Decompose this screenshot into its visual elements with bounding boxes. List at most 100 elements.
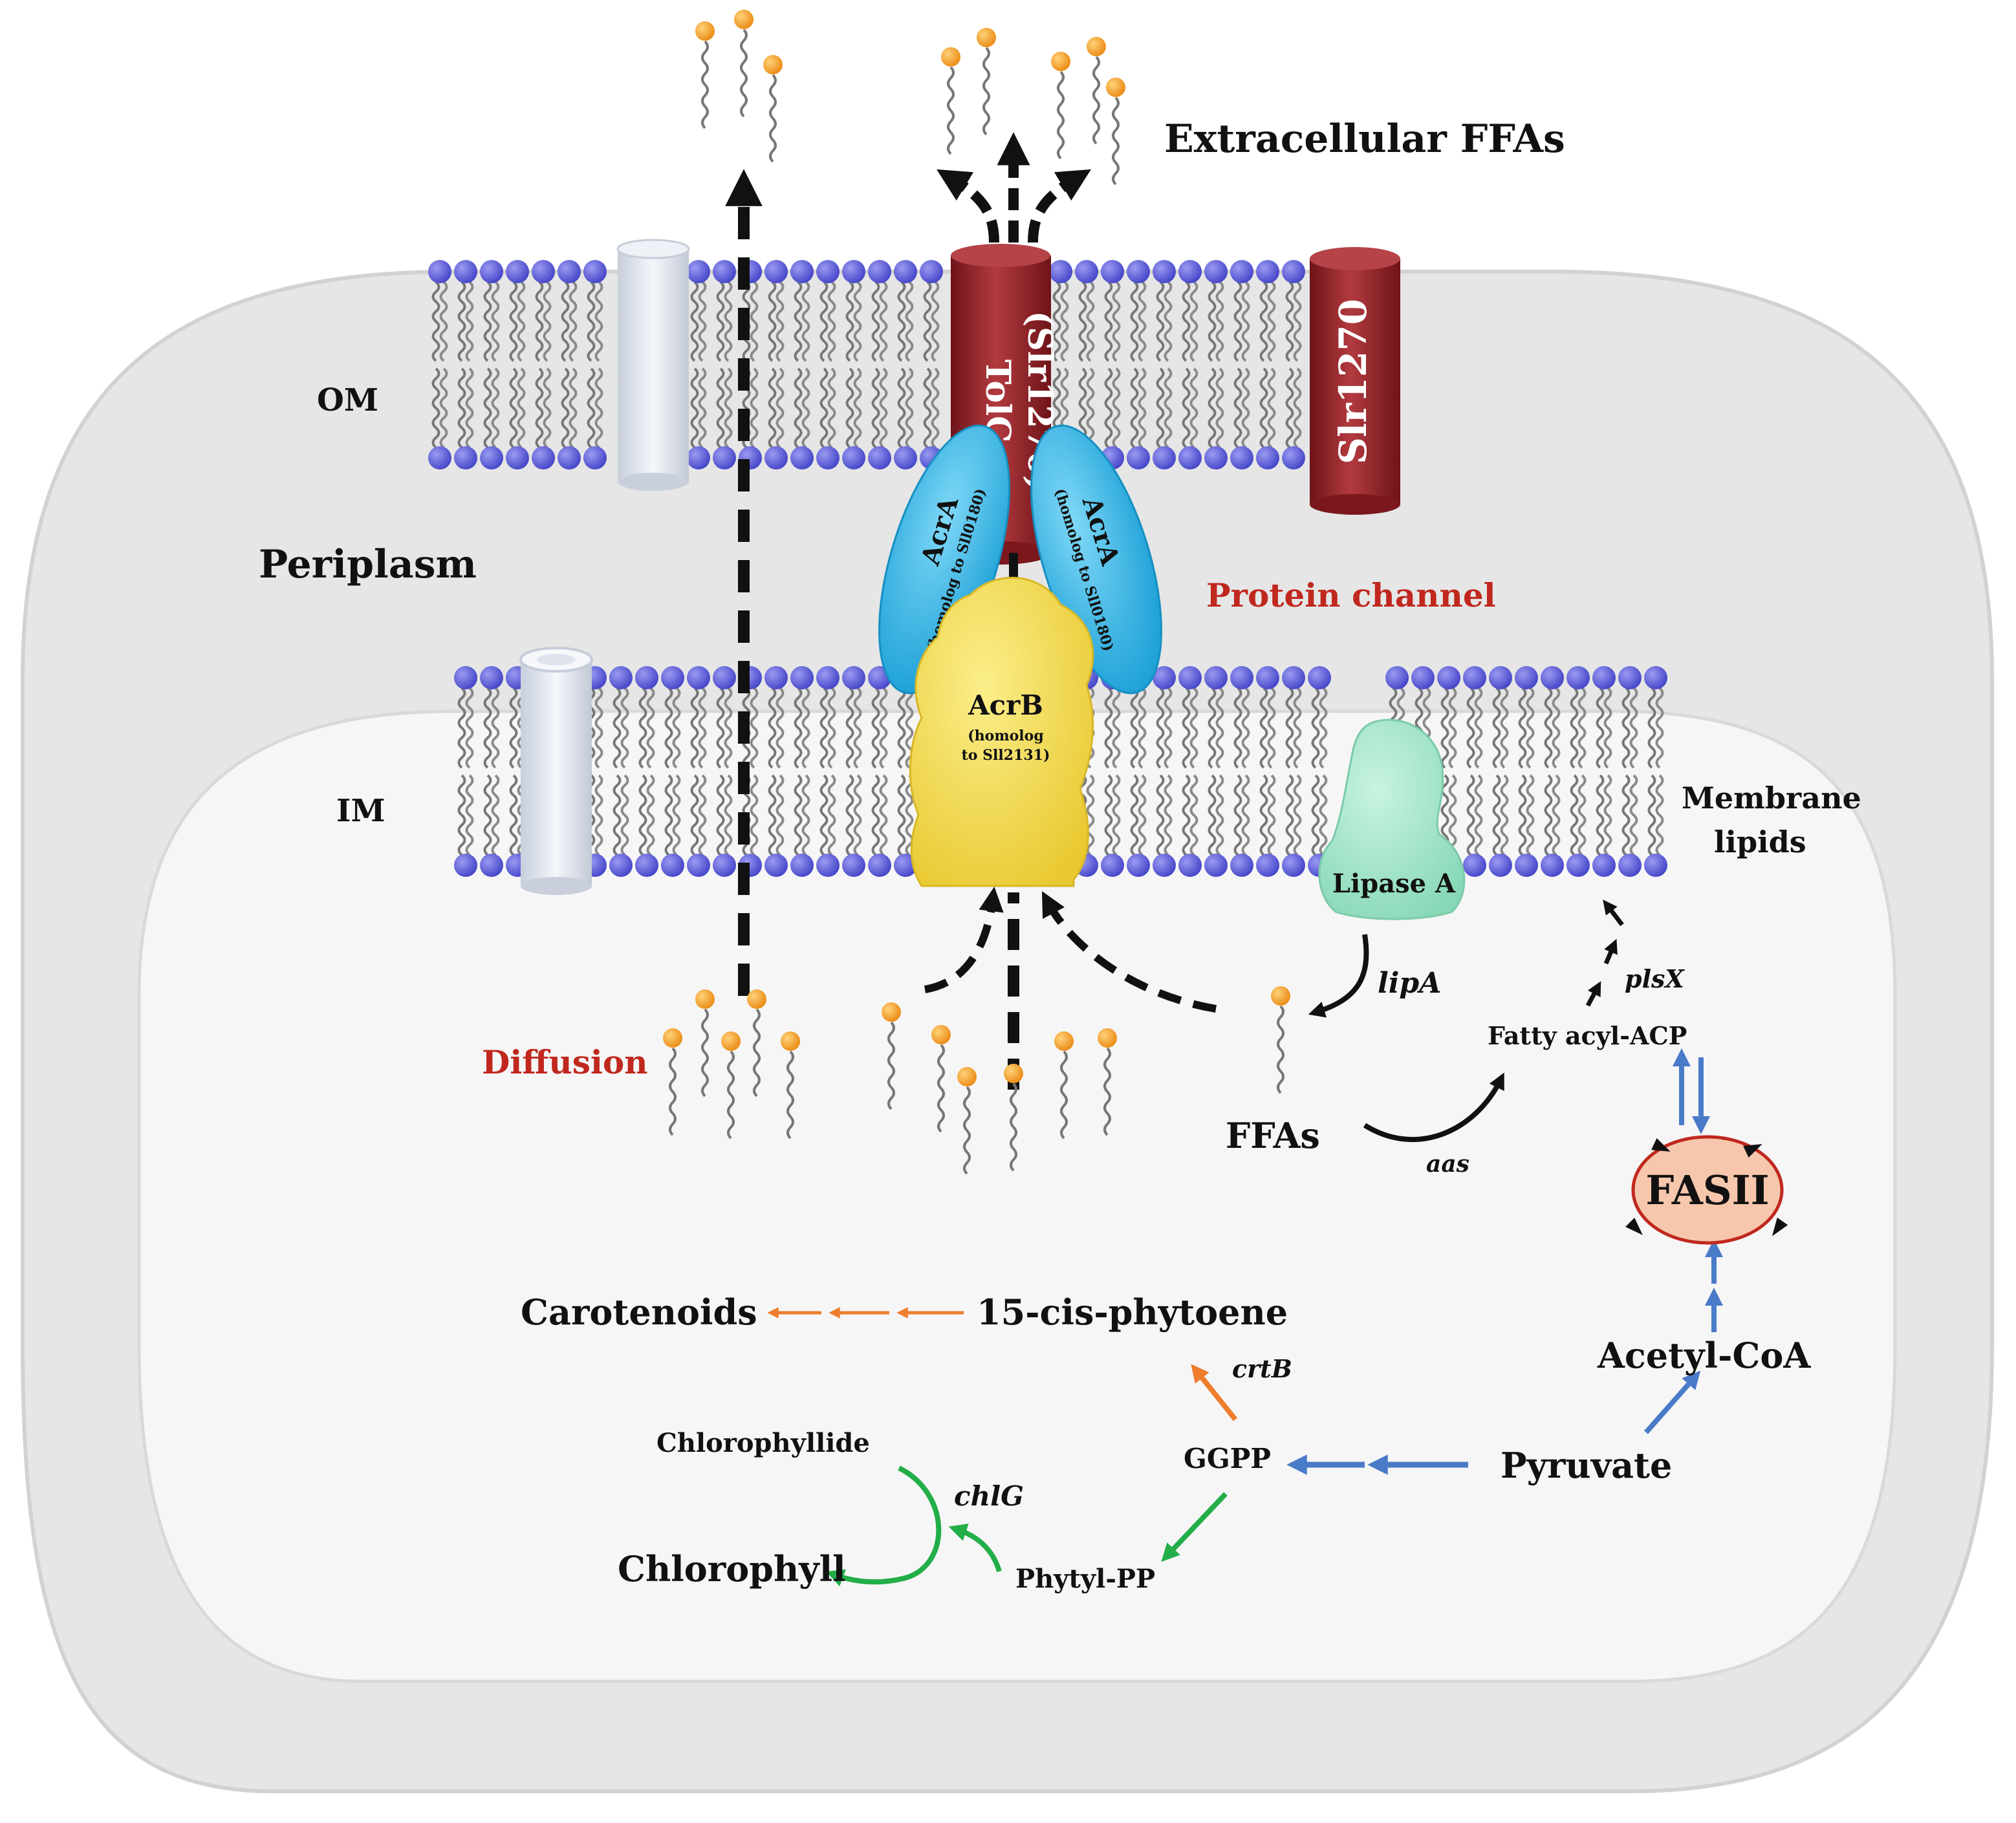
im-label: IM bbox=[336, 793, 385, 829]
lipid-tail bbox=[1189, 687, 1198, 769]
lipid-head bbox=[1644, 854, 1667, 877]
ffa-tail bbox=[701, 40, 709, 129]
lipid-head bbox=[1515, 666, 1538, 689]
lipid-tail bbox=[1293, 367, 1302, 449]
lipid-head bbox=[454, 446, 477, 469]
lipid-tail bbox=[672, 687, 681, 769]
chlg-gene-label: chlG bbox=[954, 1480, 1024, 1512]
ffa-head bbox=[695, 21, 715, 41]
lipid-tail bbox=[1285, 281, 1294, 362]
ffa-head bbox=[721, 1031, 741, 1051]
ffa-head bbox=[1106, 78, 1125, 97]
ffa-head bbox=[1271, 986, 1290, 1006]
lipid-tail bbox=[801, 281, 810, 362]
lipid-tail bbox=[1267, 687, 1276, 769]
lipid-tail bbox=[457, 281, 466, 362]
lipid-head bbox=[609, 854, 633, 877]
lipid-tail bbox=[431, 281, 440, 362]
lipid-tail bbox=[664, 687, 673, 769]
lipid-head bbox=[687, 446, 710, 469]
lipid-tail bbox=[491, 687, 500, 769]
chlg-arrow bbox=[825, 1465, 942, 1587]
phytyl-pp-label: Phytyl-PP bbox=[1015, 1564, 1155, 1594]
lipid-tail bbox=[1311, 687, 1320, 769]
lipid-head bbox=[1075, 260, 1098, 283]
fatty-acyl-acp-label: Fatty acyl-ACP bbox=[1488, 1021, 1687, 1050]
cell-cytoplasm bbox=[137, 709, 1897, 1683]
lipid-head bbox=[506, 446, 529, 469]
lipid-tail bbox=[1156, 774, 1165, 856]
lipid-tail bbox=[1603, 687, 1612, 769]
lipid-head bbox=[1127, 854, 1150, 877]
lipid-tail bbox=[724, 281, 733, 362]
lipid-tail bbox=[1138, 687, 1147, 769]
lipid-tail bbox=[457, 367, 466, 449]
lipid-tail bbox=[879, 774, 888, 856]
lipid-tail bbox=[897, 774, 906, 856]
lipid-tail bbox=[1570, 687, 1579, 769]
lipid-head bbox=[687, 854, 710, 877]
lipid-head bbox=[1230, 446, 1253, 469]
lipid-head bbox=[609, 666, 633, 689]
lipid-tail bbox=[1130, 367, 1139, 449]
lipid-tail bbox=[1570, 774, 1579, 856]
plsx-arrows bbox=[1585, 900, 1624, 1007]
lipid-tail bbox=[819, 367, 829, 449]
ffa-tail bbox=[769, 74, 777, 163]
lipid-head bbox=[1592, 666, 1616, 689]
lipid-head bbox=[480, 260, 503, 283]
lipid-head bbox=[454, 260, 477, 283]
lipid-head bbox=[1256, 446, 1279, 469]
lipid-tail bbox=[1474, 687, 1483, 769]
lipid-head bbox=[842, 260, 865, 283]
ffa-head bbox=[1054, 1031, 1074, 1051]
im-porin-channel bbox=[519, 647, 593, 895]
lipid-head bbox=[480, 666, 503, 689]
lipid-tail bbox=[483, 367, 492, 449]
lipid-tail bbox=[1466, 687, 1475, 769]
ffa-tail bbox=[786, 1050, 794, 1139]
ffas-label: FFAs bbox=[1226, 1115, 1320, 1156]
lipid-tail bbox=[845, 774, 854, 856]
lipid-head bbox=[1256, 666, 1279, 689]
lipid-head bbox=[661, 854, 684, 877]
lipid-tail bbox=[638, 774, 647, 856]
lipid-tail bbox=[768, 367, 777, 449]
acetyl-coa-label: Acetyl-CoA bbox=[1597, 1335, 1811, 1376]
lipid-head bbox=[1153, 854, 1176, 877]
lipid-tail bbox=[439, 367, 448, 449]
ffa-head bbox=[941, 47, 960, 67]
lipid-tail bbox=[638, 687, 647, 769]
crtb-gene-label: crtB bbox=[1232, 1354, 1292, 1383]
lipid-tail bbox=[768, 281, 777, 362]
lipid-tail bbox=[827, 367, 836, 449]
chlorophyllide-label: Chlorophyllide bbox=[656, 1428, 870, 1458]
lipid-tail bbox=[1156, 687, 1165, 769]
fasii-cycle-arrowhead bbox=[1743, 1144, 1762, 1158]
lipid-tail bbox=[1208, 281, 1217, 362]
lipid-tail bbox=[775, 774, 785, 856]
lipid-tail bbox=[827, 774, 836, 856]
lipid-tail bbox=[879, 281, 888, 362]
lipid-tail bbox=[1552, 774, 1561, 856]
lipid-tail bbox=[1130, 774, 1139, 856]
lipid-tail bbox=[509, 281, 518, 362]
lipid-head bbox=[583, 446, 607, 469]
lipid-tail bbox=[1086, 281, 1095, 362]
lipid-tail bbox=[819, 687, 829, 769]
lipid-tail bbox=[594, 687, 603, 769]
lipid-head bbox=[480, 854, 503, 877]
lipid-tail bbox=[1448, 774, 1457, 856]
ffa-tail bbox=[1112, 96, 1120, 186]
acrb-label: AcrB bbox=[968, 689, 1043, 721]
lipid-tail bbox=[1267, 774, 1276, 856]
ffa-tail bbox=[1010, 1083, 1017, 1172]
lipid-head bbox=[1515, 854, 1538, 877]
lipid-head bbox=[1230, 260, 1253, 283]
lipid-tail bbox=[1215, 687, 1224, 769]
lipid-tail bbox=[871, 367, 880, 449]
lipid-tail bbox=[853, 281, 862, 362]
ffa-tail bbox=[727, 1050, 735, 1139]
lipid-head bbox=[1101, 854, 1124, 877]
lipid-tail bbox=[931, 281, 940, 362]
